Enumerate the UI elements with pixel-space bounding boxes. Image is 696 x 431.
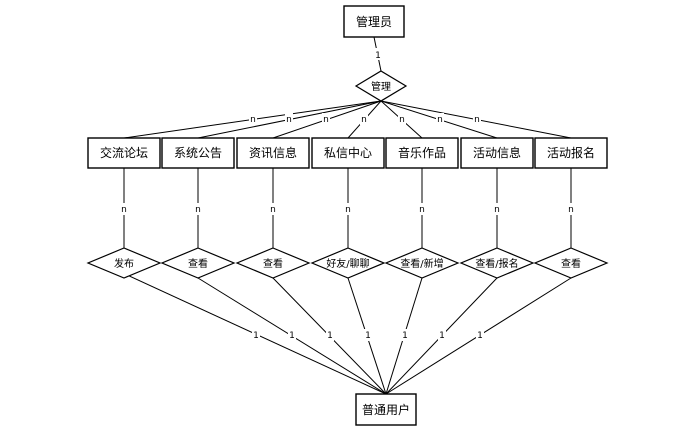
bottom-cardinality-2: 1 xyxy=(327,331,333,341)
module-relation-label-5: 查看/报名 xyxy=(475,257,518,270)
module-entity-label-0: 交流论坛 xyxy=(100,145,148,160)
bottom-cardinality-6: 1 xyxy=(477,331,483,341)
bottom-cardinality-3-mask xyxy=(364,329,372,341)
user-entity-box xyxy=(355,393,417,426)
module-relation-label-0: 发布 xyxy=(114,257,134,270)
top-cardinality-2: n xyxy=(323,115,329,125)
top-cardinality-3-mask xyxy=(360,113,368,125)
top-cardinality-4: n xyxy=(399,115,405,125)
top-cardinality-6: n xyxy=(474,115,480,125)
module-relation-label-6: 查看 xyxy=(561,257,581,270)
module-entity-label-6: 活动报名 xyxy=(547,145,595,160)
top-cardinality-1-mask xyxy=(285,113,293,125)
mid-cardinality-3-mask xyxy=(344,203,352,215)
top-cardinality-6-mask xyxy=(473,113,481,125)
module-entity-label-2: 资讯信息 xyxy=(249,145,297,160)
bottom-cardinality-6-mask xyxy=(476,329,484,341)
module-entity-label-4: 音乐作品 xyxy=(398,145,446,160)
bottom-cardinality-0-mask xyxy=(252,329,260,341)
top-cardinality-4-mask xyxy=(398,113,406,125)
module-entity-label-5: 活动信息 xyxy=(473,145,521,160)
mid-cardinality-0-mask xyxy=(120,203,128,215)
mid-cardinality-6: n xyxy=(568,205,574,215)
module-relation-label-4: 查看/新增 xyxy=(400,257,443,270)
module-relation-label-3: 好友/聊聊 xyxy=(326,257,369,270)
mid-cardinality-2: n xyxy=(270,205,276,215)
module-relation-label-2: 查看 xyxy=(263,257,283,270)
mid-cardinality-5: n xyxy=(494,205,500,215)
mid-cardinality-1-mask xyxy=(194,203,202,215)
mid-cardinality-0: n xyxy=(121,205,127,215)
bottom-cardinality-5: 1 xyxy=(439,331,445,341)
bottom-cardinality-5-mask xyxy=(438,329,446,341)
mid-cardinality-1: n xyxy=(195,205,201,215)
manage-relation-diamond xyxy=(354,70,408,102)
top-cardinality-0: n xyxy=(250,115,256,125)
module-relation-diamond-5 xyxy=(459,247,535,279)
bottom-cardinality-1: 1 xyxy=(289,331,295,341)
module-relation-diamond-2 xyxy=(235,247,311,279)
module-entity-label-1: 系统公告 xyxy=(174,146,222,160)
top-cardinality-0-mask xyxy=(249,113,257,125)
top-cardinality-3: n xyxy=(361,115,367,125)
mid-cardinality-4-mask xyxy=(418,203,426,215)
mid-cardinality-2-mask xyxy=(269,203,277,215)
admin-entity-box xyxy=(343,5,405,38)
mid-cardinality-4: n xyxy=(419,205,425,215)
top-cardinality-5: n xyxy=(437,115,443,125)
module-entity-box-6 xyxy=(534,137,608,169)
admin-cardinality: 1 xyxy=(375,51,381,61)
bottom-cardinality-4-mask xyxy=(401,329,409,341)
bottom-cardinality-2-mask xyxy=(326,329,334,341)
module-relation-diamond-4 xyxy=(384,247,460,279)
module-entity-box-5 xyxy=(460,137,534,169)
manage-relation-label: 管理 xyxy=(371,80,391,93)
module-relation-diamond-0 xyxy=(86,247,162,279)
module-entity-box-3 xyxy=(311,137,385,169)
connector-lines xyxy=(113,36,572,395)
module-relation-label-1: 查看 xyxy=(188,257,208,270)
module-entity-label-3: 私信中心 xyxy=(324,145,372,160)
top-cardinality-1: n xyxy=(286,115,292,125)
mid-cardinality-3: n xyxy=(345,205,351,215)
mid-cardinality-5-mask xyxy=(493,203,501,215)
module-relation-diamond-6 xyxy=(533,247,609,279)
admin-card-mask xyxy=(374,48,382,60)
top-cardinality-5-mask xyxy=(436,113,444,125)
module-entity-box-1 xyxy=(161,137,235,169)
bottom-cardinality-4: 1 xyxy=(402,331,408,341)
module-entity-box-0 xyxy=(87,137,161,169)
admin-entity-label: 管理员 xyxy=(356,14,392,29)
mid-cardinality-6-mask xyxy=(567,203,575,215)
module-entity-box-4 xyxy=(385,137,459,169)
user-entity-label: 普通用户 xyxy=(362,402,410,417)
module-relation-diamond-1 xyxy=(160,247,236,279)
module-relation-diamond-3 xyxy=(310,247,386,279)
module-entity-box-2 xyxy=(236,137,310,169)
bottom-cardinality-1-mask xyxy=(288,329,296,341)
bottom-cardinality-3: 1 xyxy=(365,331,371,341)
bottom-cardinality-0: 1 xyxy=(253,331,259,341)
relation-to-user-line-0 xyxy=(113,268,387,395)
top-cardinality-2-mask xyxy=(322,113,330,125)
